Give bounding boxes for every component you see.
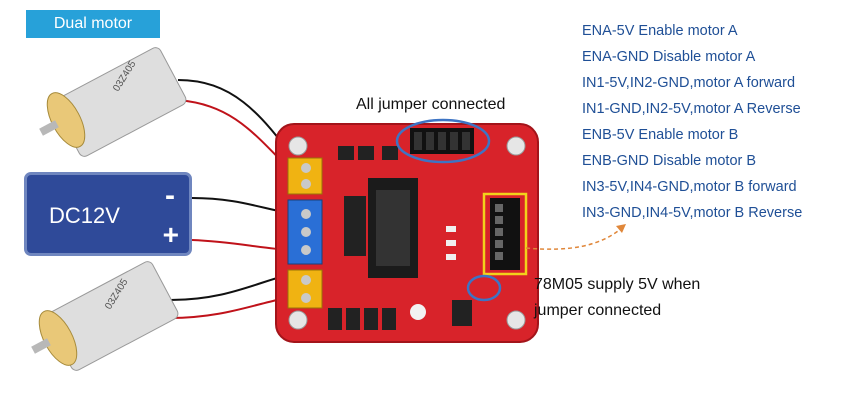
legend-item: IN1-GND,IN2-5V,motor A Reverse <box>582 101 801 117</box>
title-tag: Dual motor <box>26 10 160 38</box>
arrow-head <box>616 224 626 233</box>
dc-power-supply: DC12V - + <box>24 172 192 256</box>
motor-b: 03Z405 <box>31 261 179 371</box>
l298n-board <box>275 123 539 343</box>
voltage-label: DC12V <box>49 203 120 228</box>
input-header-highlight <box>482 192 528 276</box>
jumper-annotation: All jumper connected <box>356 96 506 113</box>
legend-item: ENA-GND Disable motor A <box>582 49 756 65</box>
jumper-highlight <box>395 118 491 164</box>
supply-annotation-line1: 78M05 supply 5V when <box>534 276 701 293</box>
supply-annotation-line2: jumper connected <box>534 302 662 319</box>
legend-item: ENA-5V Enable motor A <box>582 23 738 39</box>
negative-terminal-label: - <box>165 179 175 212</box>
motor-a: 03Z405 <box>39 47 187 157</box>
legend-item: IN1-5V,IN2-GND,motor A forward <box>582 75 796 91</box>
supply-jumper-highlight <box>466 274 502 302</box>
legend-item: ENB-GND Disable motor B <box>582 153 757 169</box>
pin-legend: ENA-5V Enable motor A ENA-GND Disable mo… <box>582 18 802 226</box>
legend-item: IN3-5V,IN4-GND,motor B forward <box>582 179 797 195</box>
legend-arrow <box>525 227 623 250</box>
legend-item: ENB-5V Enable motor B <box>582 127 739 143</box>
legend-item: IN3-GND,IN4-5V,motor B Reverse <box>582 205 803 221</box>
positive-terminal-label: + <box>162 219 179 250</box>
